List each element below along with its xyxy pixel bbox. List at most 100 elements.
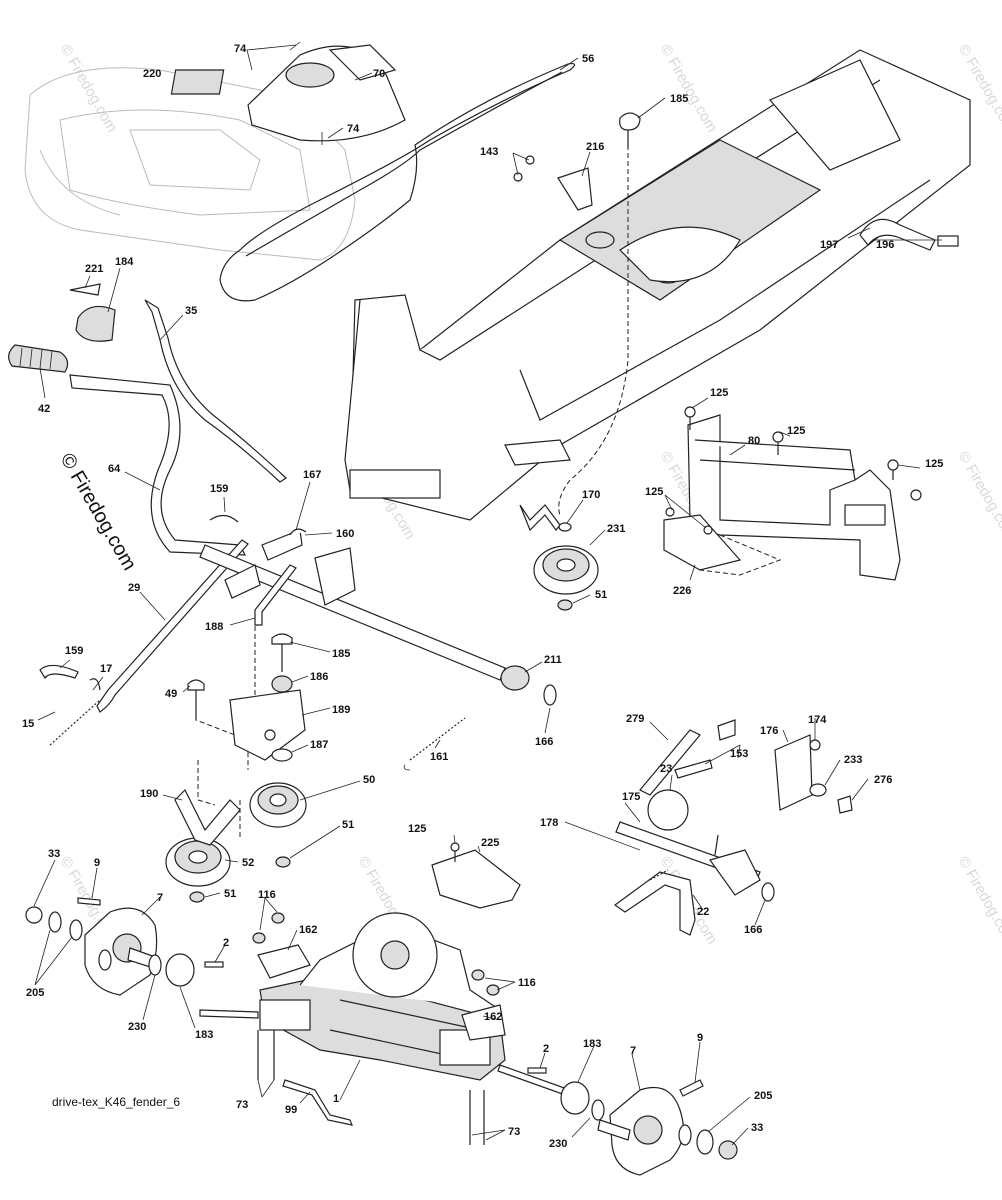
label-7: 7	[157, 892, 163, 904]
pulley-52	[165, 837, 231, 887]
label-99: 99	[285, 1104, 297, 1116]
label-74: 74	[234, 43, 247, 55]
label-125: 125	[645, 486, 663, 498]
label-216: 216	[586, 141, 604, 153]
label-185: 185	[670, 93, 688, 105]
label-159: 159	[210, 483, 228, 495]
label-33: 33	[751, 1122, 763, 1134]
label-162: 162	[484, 1011, 502, 1023]
watermark: © Firedog.com	[955, 449, 1002, 543]
label-160: 160	[336, 528, 354, 540]
pedal-22	[613, 871, 696, 936]
label-185: 185	[332, 648, 350, 660]
label-2: 2	[543, 1043, 549, 1055]
label-226: 226	[673, 585, 691, 597]
label-221: 221	[85, 263, 103, 275]
wheel-hub-right	[597, 1086, 684, 1176]
bracket-176	[774, 734, 813, 811]
label-15: 15	[22, 718, 34, 730]
label-73: 73	[508, 1126, 520, 1138]
label-184: 184	[115, 256, 134, 268]
label-116: 116	[258, 889, 276, 901]
bracket-226	[663, 514, 742, 571]
transaxle	[259, 912, 506, 1081]
label-178: 178	[540, 817, 558, 829]
label-189: 189	[332, 704, 350, 716]
label-1: 1	[333, 1093, 339, 1105]
label-23: 23	[660, 763, 672, 775]
label-197: 197	[820, 239, 838, 251]
label-56: 56	[582, 53, 594, 65]
bracket-80	[687, 414, 901, 581]
label-52: 52	[242, 857, 254, 869]
chassis-frame	[344, 49, 971, 521]
label-220: 220	[143, 68, 161, 80]
label-161: 161	[430, 751, 448, 763]
label-175: 175	[622, 791, 640, 803]
axle-left	[199, 1009, 259, 1019]
label-116: 116	[518, 977, 536, 989]
watermark: © Firedog.com	[657, 42, 721, 136]
label-167: 167	[303, 469, 321, 481]
label-196: 196	[876, 239, 894, 251]
label-51: 51	[595, 589, 607, 601]
label-190: 190	[140, 788, 158, 800]
label-230: 230	[128, 1021, 146, 1033]
label-35: 35	[185, 305, 197, 317]
leader-lines	[33, 44, 942, 1146]
label-159: 159	[65, 645, 83, 657]
ball-23	[647, 789, 689, 831]
label-166: 166	[744, 924, 762, 936]
part-labels: 74 220 70 74 56 185 143 216 197 196 221 …	[22, 43, 943, 1150]
pulley-231	[533, 545, 599, 595]
label-49: 49	[165, 688, 177, 700]
label-233: 233	[844, 754, 862, 766]
label-225: 225	[481, 837, 499, 849]
handle-grip	[8, 344, 69, 373]
label-22: 22	[697, 906, 709, 918]
drive-belt	[219, 63, 576, 302]
watermark: © Firedog.com	[57, 42, 121, 136]
label-183: 183	[195, 1029, 213, 1041]
label-231: 231	[607, 523, 625, 535]
label-9: 9	[697, 1032, 703, 1044]
label-2: 2	[223, 937, 229, 949]
diagram-caption: drive-tex_K46_fender_6	[52, 1095, 180, 1109]
label-64: 64	[108, 463, 121, 475]
pulley-50	[249, 782, 307, 828]
label-7: 7	[630, 1045, 636, 1057]
label-162: 162	[299, 924, 317, 936]
label-33: 33	[48, 848, 60, 860]
label-186: 186	[310, 671, 328, 683]
label-125: 125	[710, 387, 728, 399]
label-29: 29	[128, 582, 140, 594]
label-125: 125	[408, 823, 426, 835]
label-205: 205	[26, 987, 44, 999]
label-230: 230	[549, 1138, 567, 1150]
label-187: 187	[310, 739, 328, 751]
label-279: 279	[626, 713, 644, 725]
label-50: 50	[363, 774, 375, 786]
label-125: 125	[787, 425, 805, 437]
label-125: 125	[925, 458, 943, 470]
label-166: 166	[535, 736, 553, 748]
label-9: 9	[94, 857, 100, 869]
label-188: 188	[205, 621, 223, 633]
wheel-hub-left	[84, 907, 161, 996]
label-70: 70	[373, 68, 385, 80]
label-276: 276	[874, 774, 892, 786]
bracket-225	[431, 849, 521, 909]
label-153: 153	[730, 748, 748, 760]
label-211: 211	[544, 654, 562, 666]
label-183: 183	[583, 1038, 601, 1050]
decal-220	[170, 69, 225, 95]
label-17: 17	[100, 663, 112, 675]
label-174: 174	[808, 714, 827, 726]
label-170: 170	[582, 489, 600, 501]
label-51: 51	[224, 888, 236, 900]
label-80: 80	[748, 435, 760, 447]
label-205: 205	[754, 1090, 772, 1102]
fender-cover	[247, 44, 406, 142]
watermark-main: © Firedog.com	[56, 450, 141, 575]
